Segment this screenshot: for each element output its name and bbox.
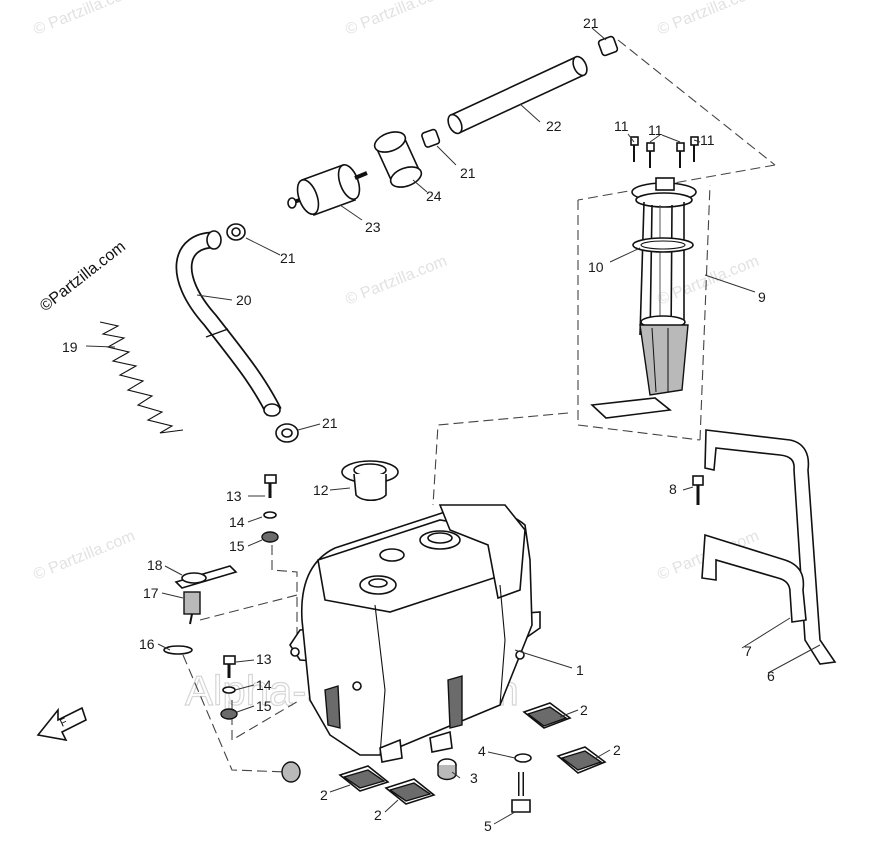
fuel-pump-assembly	[590, 177, 697, 419]
callout-8: 8	[669, 481, 677, 497]
mount-hardware-lower	[220, 655, 238, 720]
watermark-partzilla: © Partzilla.com	[31, 528, 137, 584]
arrow-letter: F	[58, 716, 69, 730]
watermark-partzilla: © Partzilla.com	[343, 253, 449, 309]
callout-12: 12	[313, 482, 329, 498]
vent-clip	[163, 645, 193, 655]
callout-11: 11	[700, 132, 715, 148]
callout-2: 2	[613, 742, 621, 758]
filler-neck	[341, 460, 399, 502]
hose-clamp	[275, 423, 299, 443]
callout-23: 23	[365, 219, 381, 235]
grommet	[281, 761, 301, 783]
fuel-tank	[289, 504, 541, 763]
callout-3: 3	[470, 770, 478, 786]
callout-13: 13	[256, 651, 272, 667]
fuel-filter	[287, 163, 368, 217]
hose-clamp	[226, 223, 246, 241]
callout-21: 21	[322, 415, 338, 431]
callout-18: 18	[147, 557, 163, 573]
filter-sleeve	[373, 131, 423, 188]
strap-bolt	[692, 475, 704, 505]
rubber-pad	[384, 778, 436, 805]
tank-strap-main	[704, 429, 837, 665]
tank-nut	[437, 758, 457, 781]
callout-24: 24	[426, 188, 442, 204]
callout-15: 15	[229, 538, 245, 554]
callout-21: 21	[460, 165, 476, 181]
callout-17: 17	[143, 585, 159, 601]
spring	[99, 321, 184, 434]
vent-valve	[163, 565, 238, 655]
mount-hardware-upper	[261, 474, 279, 543]
leader-lines	[85, 27, 821, 825]
callout-1: 1	[576, 662, 584, 678]
callout-19: 19	[62, 339, 78, 355]
callout-14: 14	[229, 514, 245, 530]
callout-5: 5	[484, 818, 492, 834]
watermark-partzilla: © Partzilla.com	[343, 0, 449, 39]
tank-strap-secondary	[701, 533, 807, 623]
callout-21: 21	[280, 250, 296, 266]
rubber-pad	[556, 746, 607, 774]
watermark-partzilla: © Partzilla.com	[31, 0, 137, 39]
callout-22: 22	[546, 118, 562, 134]
assembly-guide-lines	[182, 39, 776, 773]
callout-11: 11	[614, 118, 629, 134]
fuel-hose-straight	[447, 55, 588, 135]
callout-15: 15	[256, 698, 272, 714]
hose-clamp	[597, 35, 619, 57]
callout-9: 9	[758, 289, 766, 305]
callout-13: 13	[226, 488, 242, 504]
screw-set	[630, 136, 699, 168]
callout-4: 4	[478, 743, 486, 759]
callout-20: 20	[236, 292, 252, 308]
rubber-pad	[338, 765, 390, 792]
callout-2: 2	[374, 807, 382, 823]
callout-16: 16	[139, 636, 155, 652]
watermark-partzilla-side: ©Partzilla.com	[37, 238, 129, 315]
hose-end	[206, 230, 222, 250]
callout-labels: 21 22 21 24 23 21 20 19 21 11 11 11 10 9…	[62, 15, 775, 834]
pump-gasket	[632, 237, 694, 253]
callout-2: 2	[320, 787, 328, 803]
callout-6: 6	[767, 668, 775, 684]
callout-2: 2	[580, 702, 588, 718]
callout-10: 10	[588, 259, 604, 275]
watermark-partzilla: © Partzilla.com	[655, 0, 761, 39]
front-direction-arrow: F	[36, 706, 87, 742]
hose-clamp	[421, 128, 441, 148]
callout-21: 21	[583, 15, 599, 31]
washer	[514, 753, 532, 763]
rubber-pad	[522, 702, 572, 729]
callout-7: 7	[744, 643, 752, 659]
callout-14: 14	[256, 677, 272, 693]
bolt	[511, 772, 531, 813]
callout-11: 11	[648, 122, 663, 138]
